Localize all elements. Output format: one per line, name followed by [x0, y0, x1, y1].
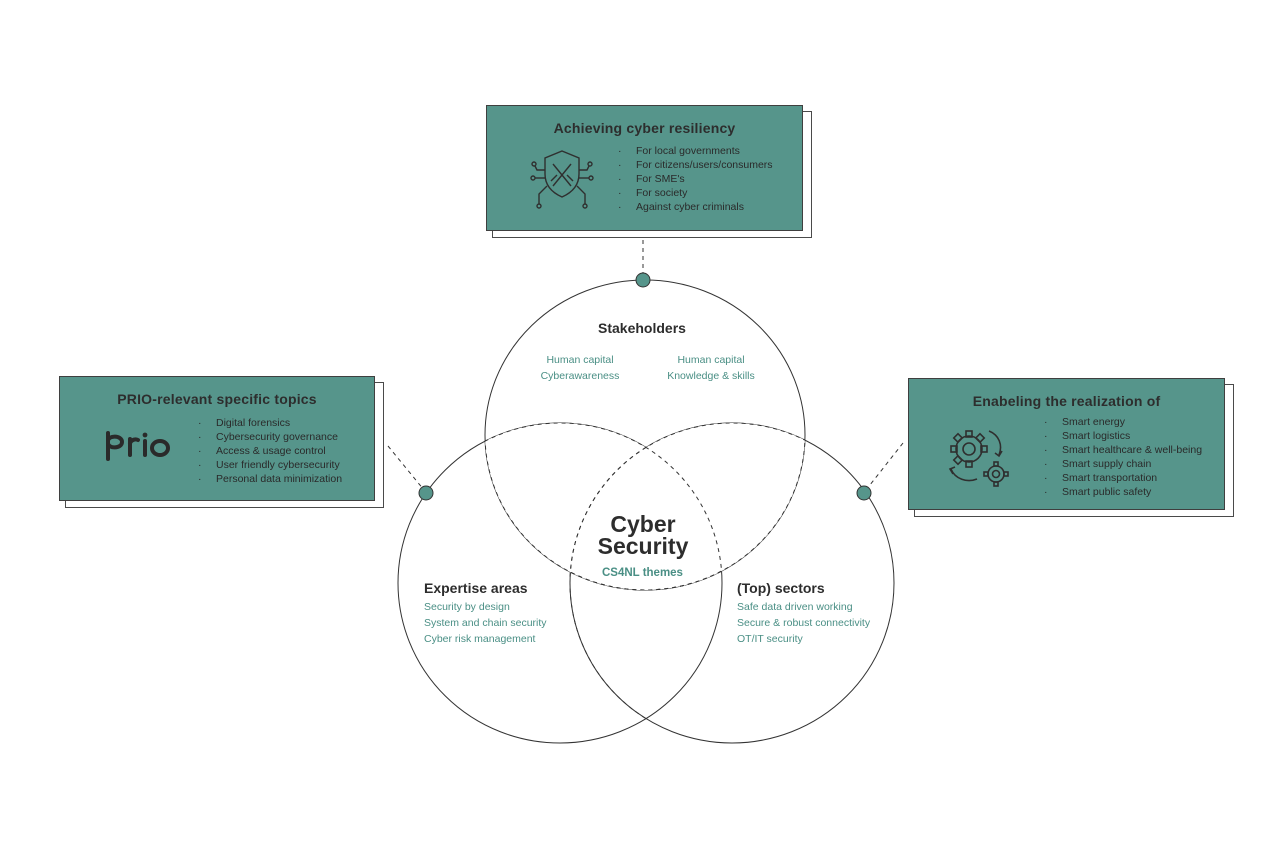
stakeholders-title: Stakeholders: [598, 320, 686, 336]
list-item: Security by design: [424, 601, 510, 613]
left-card: PRIO-relevant specific topics ·Digital f…: [59, 376, 385, 509]
list-item: ·Smart healthcare & well-being: [1044, 444, 1203, 456]
connector-dot-top: [635, 272, 651, 288]
list-item: ·Personal data minimization: [198, 473, 343, 485]
list-item: ·For local governments: [618, 145, 740, 157]
prio-logo: [102, 429, 174, 470]
list-item: ·For citizens/users/consumers: [618, 159, 773, 171]
gears-cycle-icon: [945, 425, 1015, 496]
top-card-panel: Achieving cyber resiliency ·For local go…: [486, 105, 803, 231]
sectors-title: (Top) sectors: [737, 580, 825, 596]
connector-left: [387, 445, 425, 491]
right-card-list: ·Smart energy ·Smart logistics ·Smart he…: [1044, 415, 1202, 499]
list-item: Secure & robust connectivity: [737, 617, 871, 629]
list-item: ·User friendly cybersecurity: [198, 459, 340, 471]
top-card-list: ·For local governments ·For citizens/use…: [618, 144, 773, 214]
shield-swords-circuit-icon: [529, 148, 595, 215]
left-card-panel: PRIO-relevant specific topics ·Digital f…: [59, 376, 375, 501]
expertise-title: Expertise areas: [424, 580, 528, 596]
right-card-title: Enabeling the realization of: [972, 393, 1161, 409]
center-subtitle: CS4NL themes: [602, 567, 683, 579]
list-item: Cyber risk management: [424, 633, 536, 645]
list-item: Human capital: [546, 354, 614, 366]
right-card: Enabeling the realization of: [908, 378, 1235, 518]
list-item: Cyberawareness: [540, 370, 620, 382]
list-item: ·Smart logistics: [1044, 430, 1131, 442]
list-item: ·Smart transportation: [1044, 472, 1158, 484]
left-card-title: PRIO-relevant specific topics: [117, 391, 317, 407]
list-item: ·Smart energy: [1044, 416, 1126, 428]
list-item: ·For SME's: [618, 173, 685, 185]
expertise-list: Security by design System and chain secu…: [424, 599, 547, 647]
list-item: OT/IT security: [737, 633, 803, 645]
connector-dot-left: [418, 485, 434, 501]
stakeholders-left-list: Human capital Cyberawareness: [540, 352, 620, 384]
connector-dot-right: [856, 485, 872, 501]
connector-right: [865, 442, 904, 491]
list-item: ·Smart public safety: [1044, 486, 1152, 498]
list-item: Human capital: [677, 354, 745, 366]
list-item: ·Cybersecurity governance: [198, 431, 338, 443]
right-card-panel: Enabeling the realization of: [908, 378, 1225, 510]
center-title: Cyber Security: [583, 511, 703, 559]
list-item: ·Access & usage control: [198, 445, 326, 457]
list-item: ·For society: [618, 187, 688, 199]
stakeholders-right-list: Human capital Knowledge & skills: [664, 352, 758, 384]
sectors-list: Safe data driven working Secure & robust…: [737, 599, 870, 647]
list-item: System and chain security: [424, 617, 547, 629]
list-item: ·Digital forensics: [198, 417, 291, 429]
list-item: ·Smart supply chain: [1044, 458, 1152, 470]
left-card-list: ·Digital forensics ·Cybersecurity govern…: [198, 416, 342, 486]
list-item: Knowledge & skills: [667, 370, 755, 382]
list-item: ·Against cyber criminals: [618, 201, 744, 213]
center-title-line1: Cyber: [610, 511, 676, 537]
center-title-line2: Security: [597, 533, 689, 559]
top-card-title: Achieving cyber resiliency: [553, 120, 736, 136]
list-item: Safe data driven working: [737, 601, 853, 613]
top-card: Achieving cyber resiliency ·For local go…: [486, 105, 812, 238]
